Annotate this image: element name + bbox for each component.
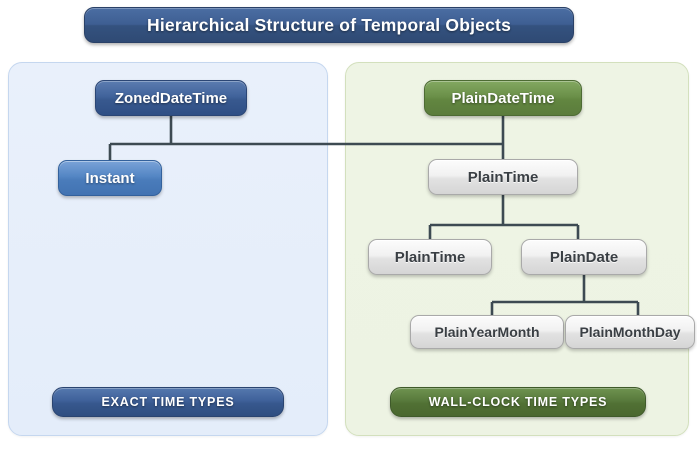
- node-label: PlainTime: [467, 168, 539, 186]
- node-plain-date[interactable]: PlainDate: [521, 239, 647, 275]
- node-zoned-date-time[interactable]: ZonedDateTime: [95, 80, 247, 116]
- page-title: Hierarchical Structure of Temporal Objec…: [146, 14, 511, 35]
- node-label: PlainDateTime: [451, 89, 555, 107]
- node-label: PlainMonthDay: [579, 324, 681, 340]
- legend-label: EXACT TIME TYPES: [101, 395, 235, 409]
- legend-exact-time-types: EXACT TIME TYPES: [52, 387, 284, 417]
- node-label: Instant: [85, 169, 135, 187]
- node-label: PlainDate: [549, 248, 619, 266]
- node-plain-time-leaf[interactable]: PlainTime: [368, 239, 492, 275]
- node-plain-year-month[interactable]: PlainYearMonth: [410, 315, 564, 349]
- node-instant[interactable]: Instant: [58, 160, 162, 196]
- node-plain-time-level2[interactable]: PlainTime: [428, 159, 578, 195]
- node-plain-month-day[interactable]: PlainMonthDay: [565, 315, 695, 349]
- legend-wall-clock-time-types: WALL-CLOCK TIME TYPES: [390, 387, 646, 417]
- diagram-title-banner: Hierarchical Structure of Temporal Objec…: [84, 7, 574, 43]
- legend-label: WALL-CLOCK TIME TYPES: [428, 395, 608, 409]
- node-plain-date-time[interactable]: PlainDateTime: [424, 80, 582, 116]
- node-label: PlainTime: [394, 248, 466, 266]
- node-label: PlainYearMonth: [434, 324, 540, 340]
- node-label: ZonedDateTime: [114, 89, 228, 107]
- panel-exact-time-types: [8, 62, 328, 436]
